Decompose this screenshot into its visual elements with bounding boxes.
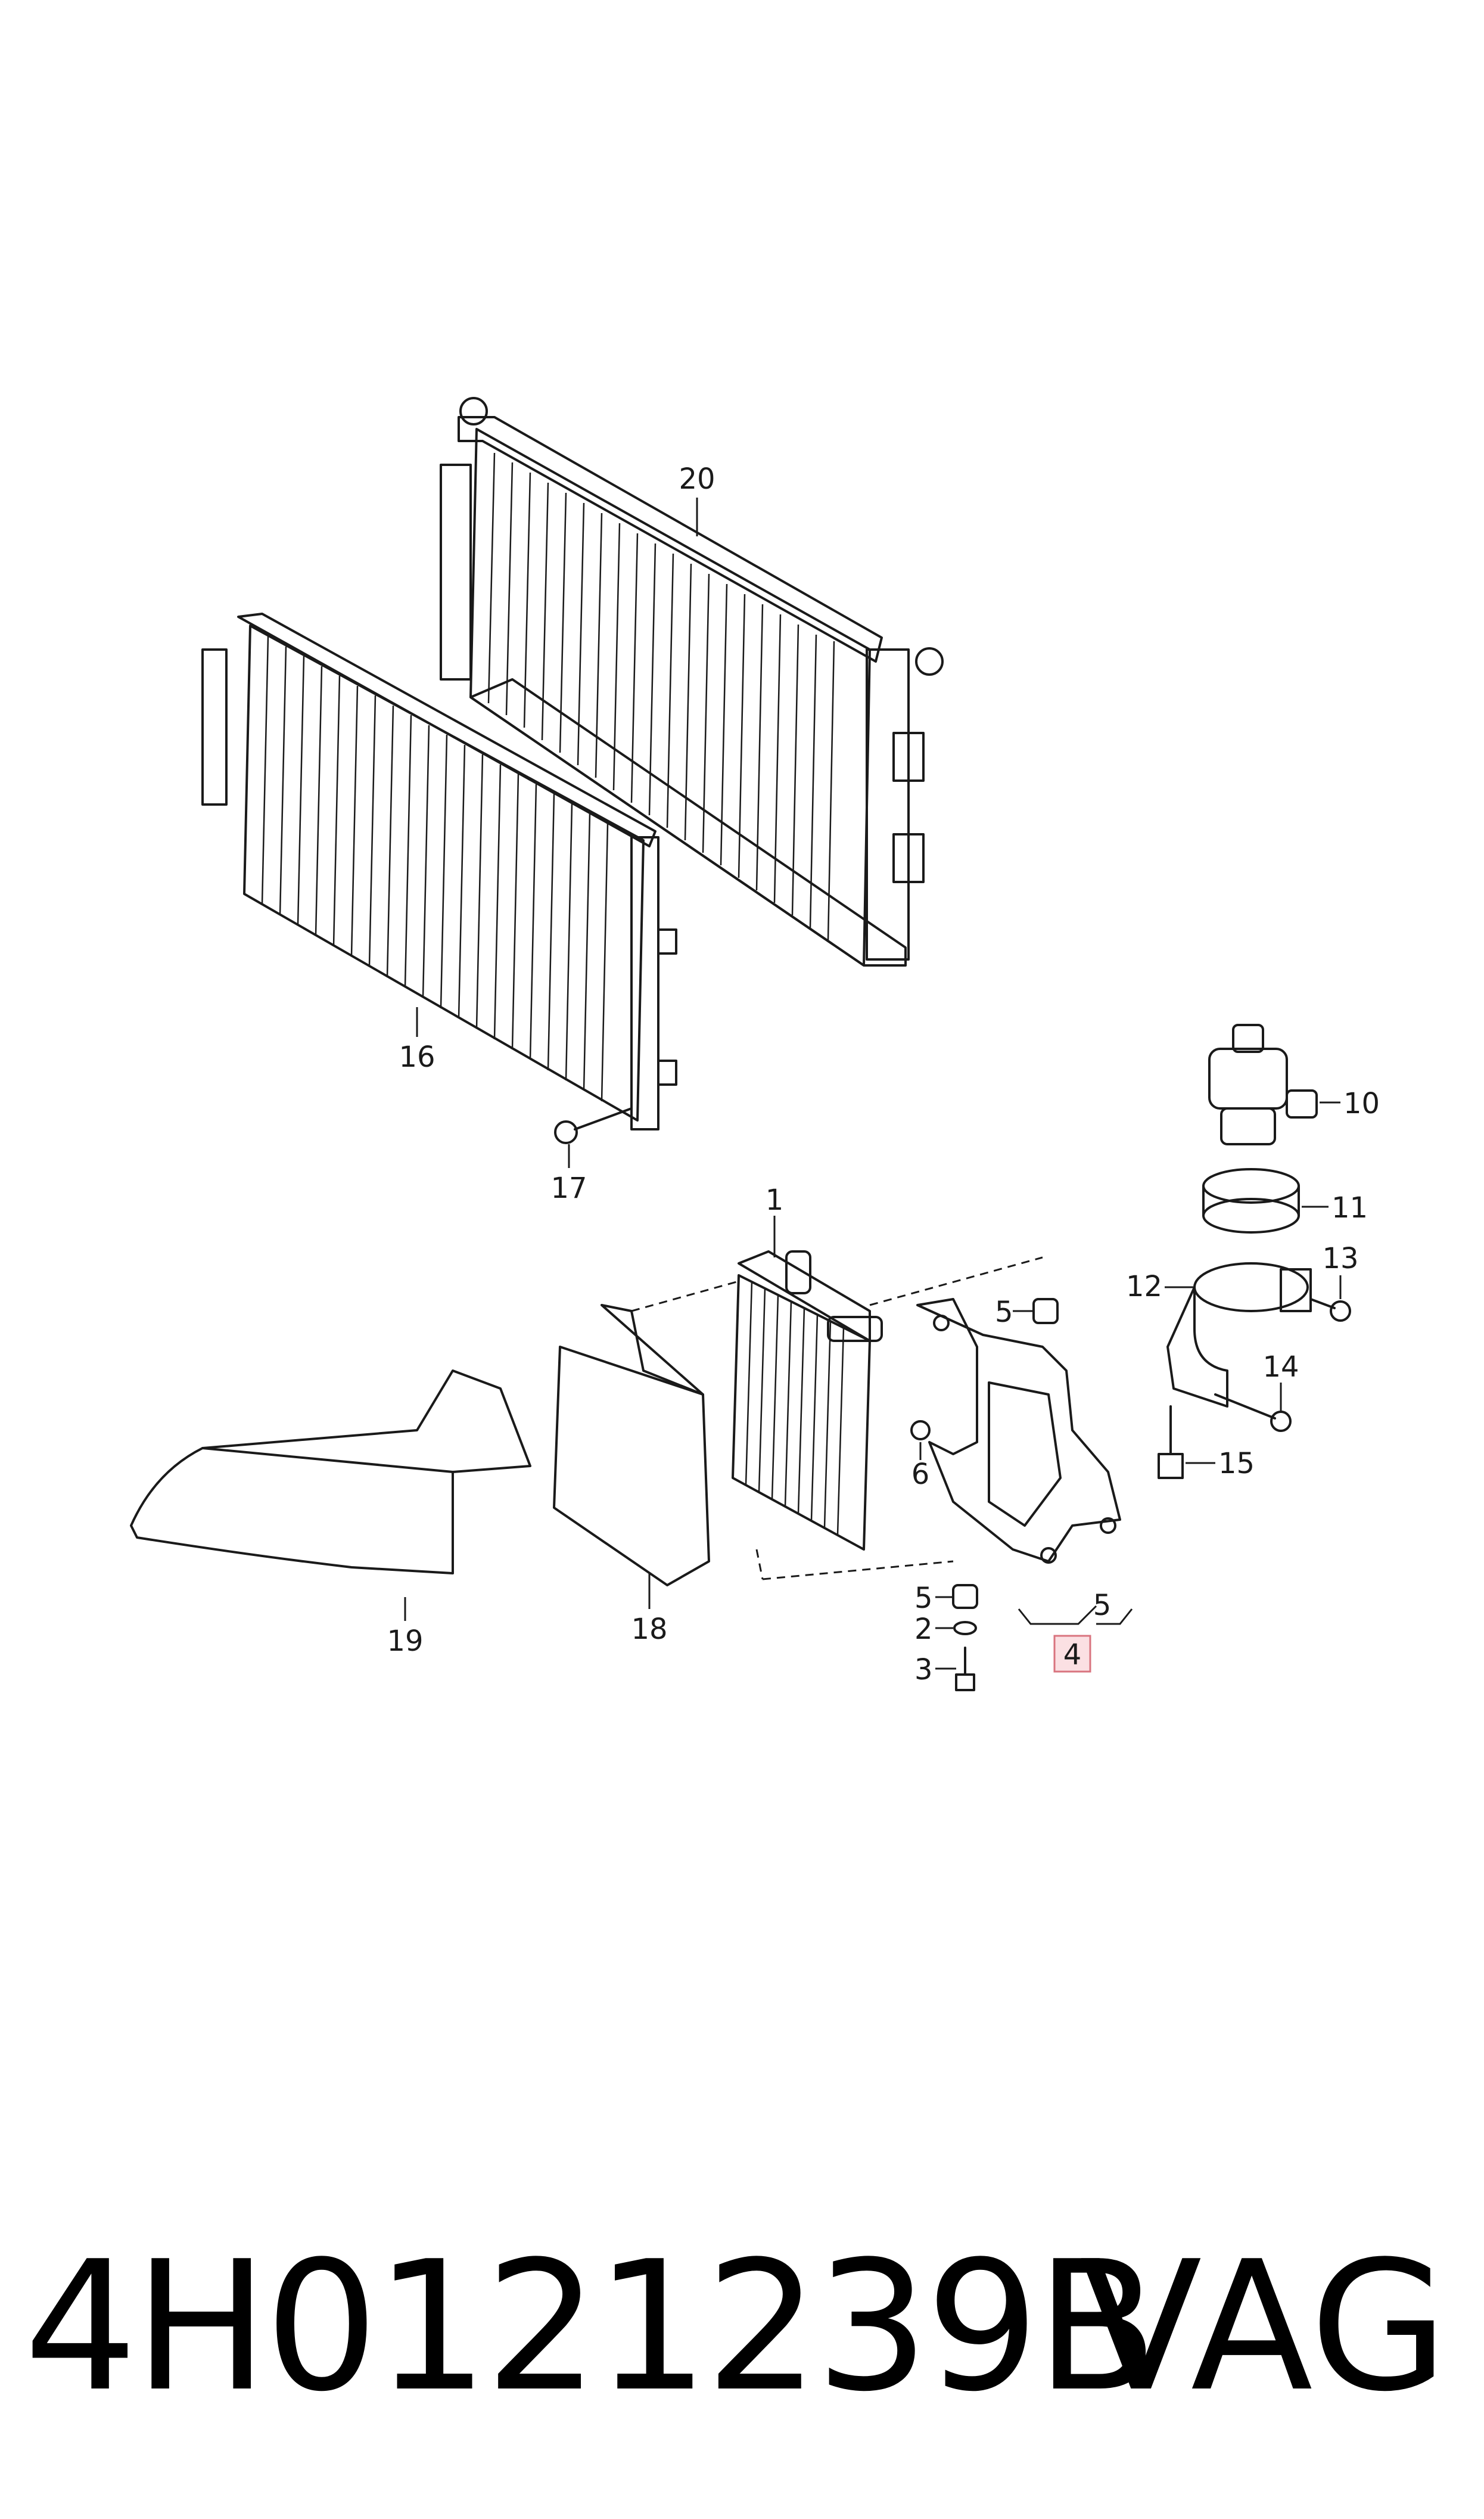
grommet-part-5-top (1013, 1298, 1059, 1324)
kit-bracket-4 (1018, 1605, 1133, 1673)
callout-19: 19 (387, 1625, 423, 1658)
air-duct-part-18 (553, 1304, 710, 1609)
condenser-16-fins (261, 636, 609, 1102)
radiator-part-20 (440, 397, 944, 967)
callout-3: 3 (914, 1653, 933, 1686)
bolt-part-14 (1214, 1383, 1292, 1432)
clamp-part-12 (1165, 1262, 1312, 1408)
callout-13: 13 (1322, 1242, 1358, 1275)
bracket-part-4 (916, 1298, 1121, 1564)
callout-18: 18 (631, 1613, 667, 1646)
bolt-part-3 (935, 1647, 975, 1691)
callout-6: 6 (911, 1458, 930, 1491)
callout-10: 10 (1343, 1087, 1380, 1120)
callout-labels: 20 16 17 10 11 12 13 14 15 1 5 6 19 18 5… (387, 462, 1380, 1686)
callout-20: 20 (679, 462, 715, 496)
aux-radiator-part-1 (732, 1216, 883, 1551)
brand-label: VAG (1079, 2223, 1448, 2431)
washer-part-2 (935, 1621, 977, 1635)
callout-11: 11 (1331, 1191, 1368, 1225)
footer: 4H0121239B VAG (0, 2229, 1484, 2425)
bolt-part-6 (910, 1420, 931, 1460)
grommet-part-5-bottom (935, 1584, 978, 1609)
air-guide-part-19 (130, 1369, 531, 1621)
callout-2: 2 (914, 1613, 933, 1646)
assembly-links (631, 1256, 1043, 1580)
parts-diagram: 20 16 17 10 11 12 13 14 15 1 5 6 19 18 5… (130, 397, 1380, 1691)
bolt-part-17 (554, 1107, 633, 1168)
part-number: 4H0121239B (24, 2223, 1158, 2431)
callout-12: 12 (1126, 1270, 1162, 1303)
callout-5-kit: 5 (1093, 1589, 1112, 1622)
callout-4: 4 (1063, 1638, 1082, 1672)
radiator-20-fins (487, 452, 835, 941)
bolt-part-13 (1309, 1275, 1351, 1322)
callout-1: 1 (766, 1184, 784, 1217)
callout-14: 14 (1262, 1350, 1299, 1384)
bolt-part-15 (1158, 1405, 1215, 1479)
seal-part-11 (1202, 1168, 1329, 1234)
callout-17: 17 (550, 1172, 587, 1205)
callout-5-top: 5 (995, 1296, 1013, 1329)
callout-16: 16 (399, 1040, 435, 1074)
aux-radiator-1-fins (745, 1281, 845, 1536)
highlight-box-4 (1053, 1635, 1091, 1673)
callout-5-bottom: 5 (914, 1582, 933, 1615)
callout-15: 15 (1218, 1447, 1255, 1480)
pump-part-10 (1208, 1024, 1340, 1145)
condenser-part-16 (201, 613, 677, 1130)
